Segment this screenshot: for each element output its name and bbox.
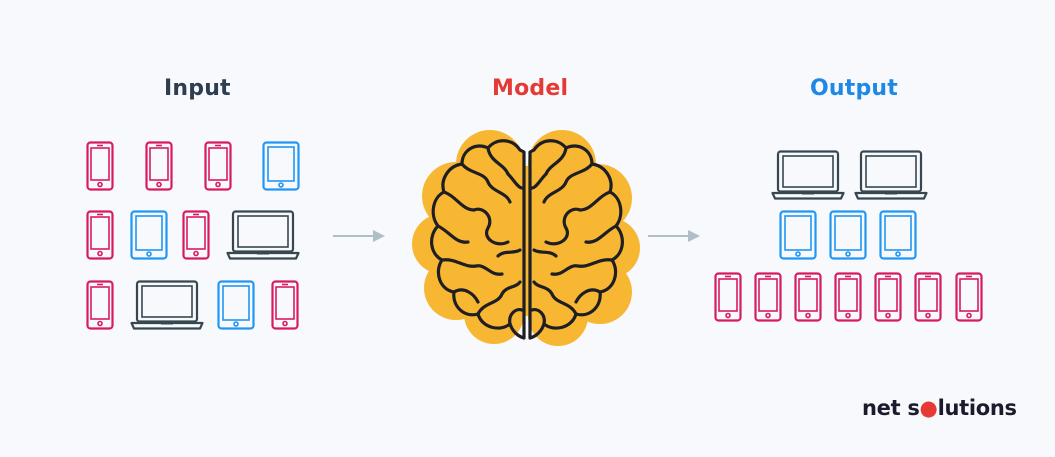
laptop-icon <box>854 150 928 200</box>
smartphone-icon <box>914 272 942 322</box>
tablet-icon <box>217 280 255 330</box>
smartphone-icon <box>86 280 114 330</box>
input-label: Input <box>164 76 231 101</box>
smartphone-icon <box>794 272 822 322</box>
smartphone-icon <box>86 141 114 191</box>
laptop-icon <box>771 150 845 200</box>
tablet-icon <box>262 141 300 191</box>
laptop-icon <box>130 280 204 330</box>
arrow-right-icon <box>648 230 700 242</box>
net-solutions-logo: net s●lutions <box>862 396 1017 420</box>
smartphone-icon <box>955 272 983 322</box>
laptop-icon <box>226 210 300 260</box>
tablet-icon <box>829 210 867 260</box>
brain-icon <box>412 130 640 346</box>
smartphone-icon <box>204 141 232 191</box>
tablet-icon <box>879 210 917 260</box>
smartphone-icon <box>145 141 173 191</box>
smartphone-icon <box>714 272 742 322</box>
smartphone-icon <box>874 272 902 322</box>
smartphone-icon <box>271 280 299 330</box>
smartphone-icon <box>86 210 114 260</box>
tablet-icon <box>779 210 817 260</box>
smartphone-icon <box>182 210 210 260</box>
smartphone-icon <box>834 272 862 322</box>
arrow-right-icon <box>333 230 385 242</box>
tablet-icon <box>130 210 168 260</box>
output-label: Output <box>810 76 899 101</box>
model-label: Model <box>492 76 569 101</box>
smartphone-icon <box>754 272 782 322</box>
